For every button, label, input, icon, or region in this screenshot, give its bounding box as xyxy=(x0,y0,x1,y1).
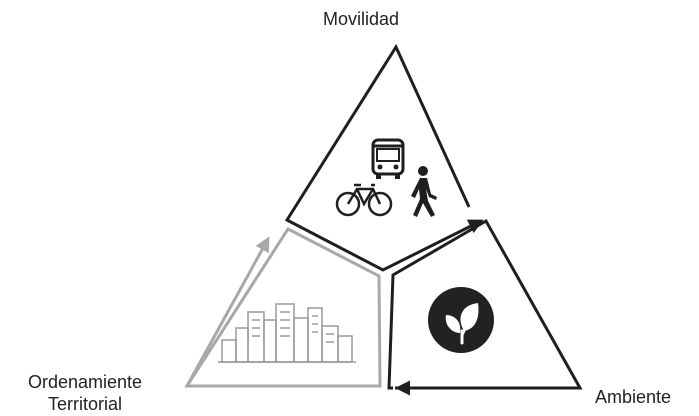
label-ordenamiente-territorial: Ordenamiente Territorial xyxy=(10,371,160,415)
bicycle-icon xyxy=(335,183,393,217)
label-ordenamiente-line2: Territorial xyxy=(47,394,122,414)
label-movilidad: Movilidad xyxy=(323,9,400,29)
bus-icon xyxy=(371,138,405,179)
label-ordenamiente-line1: Ordenamiente xyxy=(27,372,143,392)
leaf-icon xyxy=(428,287,494,353)
city-skyline-icon xyxy=(218,303,356,363)
label-ambiente: Ambiente xyxy=(595,387,672,407)
pedestrian-icon xyxy=(411,166,437,217)
environment-triangle xyxy=(387,218,583,396)
territorial-planning-triangle xyxy=(184,227,382,388)
mobility-triangle xyxy=(284,43,484,272)
